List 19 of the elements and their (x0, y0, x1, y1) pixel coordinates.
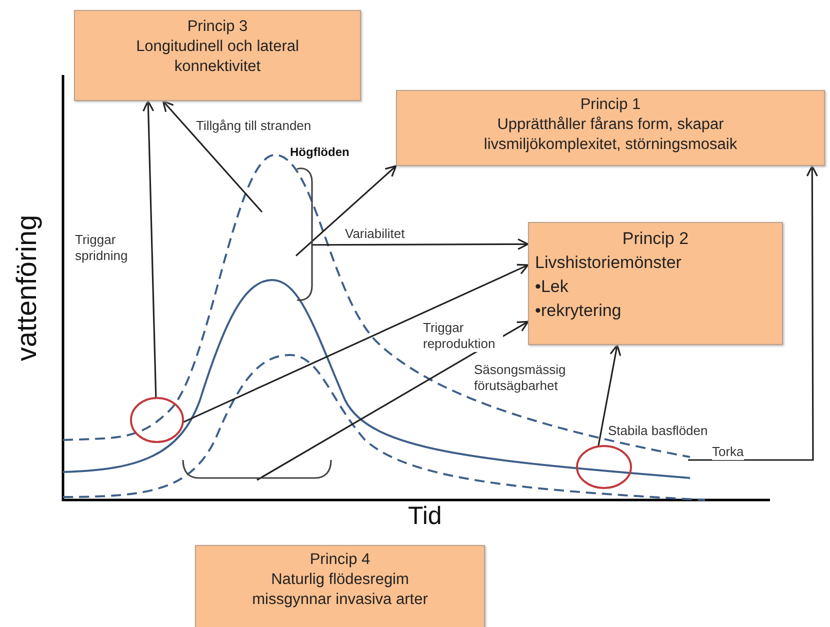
edge-label: Tillgång till stranden (196, 118, 312, 134)
principle-box: Princip 3 Longitudinell och lateral konnektivitet (74, 10, 361, 101)
arrow (598, 344, 622, 446)
arrow (182, 264, 529, 424)
principle-box: Princip 4 Naturlig flödesregim missgynnar invasiva arter (195, 545, 485, 627)
principle-box: Princip 1 Upprätthåller fårans form, skapar livsmiljökomplexitet, störningsmosaik (396, 90, 825, 166)
axis-title: vattenföring (11, 214, 43, 363)
arrow (295, 165, 397, 256)
arrow (311, 238, 529, 250)
peak-flow-label: Högflöden (290, 144, 350, 160)
arrow (256, 320, 529, 481)
arrow (162, 100, 263, 213)
edge-label: Triggar reproduktion (423, 320, 503, 352)
arrow (688, 165, 818, 461)
axis-title: Tid (408, 502, 442, 531)
edge-label: Torka (712, 444, 744, 460)
edge-label: Stabila basflöden (608, 423, 708, 439)
arrow (142, 100, 157, 398)
principle-box: Princip 2 Livshistoriemönster •Lek •rekrytering (528, 222, 783, 345)
